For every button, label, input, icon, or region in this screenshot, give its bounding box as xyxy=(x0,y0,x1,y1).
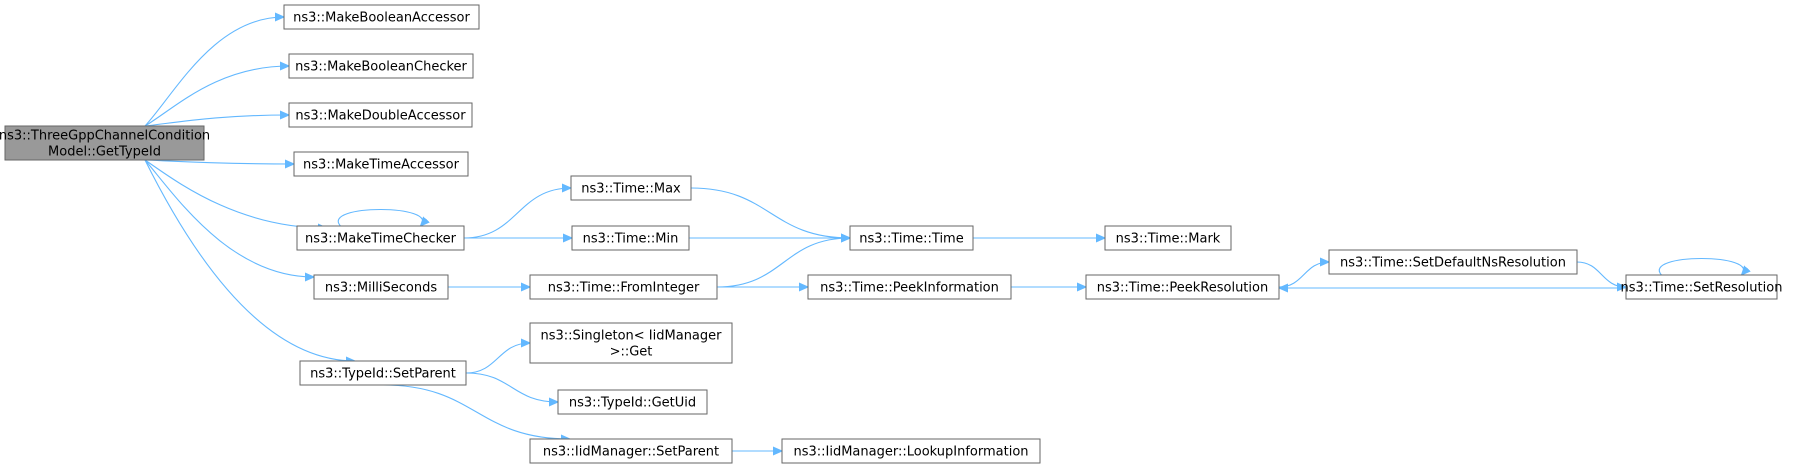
node-box xyxy=(288,53,474,79)
node-label: Model::GetTypeId xyxy=(48,145,161,160)
node-getuid[interactable]: ns3::TypeId::GetUid xyxy=(557,389,708,415)
node-millisec[interactable]: ns3::MilliSeconds xyxy=(313,274,449,300)
node-box xyxy=(1625,274,1778,300)
node-singleton[interactable]: ns3::Singleton< IidManager>::Get xyxy=(529,322,733,364)
node-box xyxy=(807,274,1012,300)
edge-tfromint-to-ttime xyxy=(716,238,850,288)
node-label: ns3::MakeTimeChecker xyxy=(305,232,457,247)
edge-root-to-mkdblacc xyxy=(144,115,289,127)
node-label: >::Get xyxy=(610,345,653,360)
edge-setparent-to-getuid xyxy=(465,372,558,402)
node-box xyxy=(299,360,467,386)
node-tmax[interactable]: ns3::Time::Max xyxy=(570,175,692,201)
node-box xyxy=(529,322,733,364)
node-label: ns3::MakeDoubleAccessor xyxy=(295,109,466,124)
node-mktimeacc[interactable]: ns3::MakeTimeAccessor xyxy=(293,151,469,177)
edges-layer xyxy=(144,17,1744,451)
node-label: ns3::Time::Max xyxy=(581,182,681,197)
node-tsetdefault[interactable]: ns3::Time::SetDefaultNsResolution xyxy=(1328,249,1578,275)
edge-root-to-mktimeacc xyxy=(144,160,294,164)
node-box xyxy=(288,102,473,128)
node-ttime[interactable]: ns3::Time::Time xyxy=(849,225,974,251)
node-mkboolchk[interactable]: ns3::MakeBooleanChecker xyxy=(288,53,474,79)
node-label: ns3::Singleton< IidManager xyxy=(540,329,722,344)
node-label: ns3::MakeBooleanChecker xyxy=(295,60,467,75)
node-label: ns3::IidManager::SetParent xyxy=(543,445,719,460)
node-label: ns3::Time::FromInteger xyxy=(548,281,700,296)
node-setparent[interactable]: ns3::TypeId::SetParent xyxy=(299,360,467,386)
node-box xyxy=(781,438,1041,464)
node-label: ns3::Time::SetDefaultNsResolution xyxy=(1340,256,1566,271)
node-label: ns3::Time::SetResolution xyxy=(1621,281,1783,296)
node-iidlookup[interactable]: ns3::IidManager::LookupInformation xyxy=(781,438,1041,464)
node-box xyxy=(571,225,690,251)
node-iidsetparent[interactable]: ns3::IidManager::SetParent xyxy=(529,438,733,464)
node-box xyxy=(570,175,692,201)
node-mktimechk[interactable]: ns3::MakeTimeChecker xyxy=(296,225,465,251)
edge-tmax-to-ttime xyxy=(690,187,850,238)
edge-mktimechk-to-tmax xyxy=(463,188,571,239)
edge-root-to-mkboolchk xyxy=(144,66,289,127)
edge-root-to-mkboolacc xyxy=(144,17,284,127)
node-box xyxy=(283,4,480,30)
node-tpeekinfo[interactable]: ns3::Time::PeekInformation xyxy=(807,274,1012,300)
node-label: ns3::Time::Time xyxy=(859,232,963,247)
node-label: ns3::Time::Min xyxy=(583,232,679,247)
node-label: ns3::MakeTimeAccessor xyxy=(303,158,460,173)
edge-tsetdefault-to-tsetres xyxy=(1576,261,1626,287)
edge-root-to-millisec xyxy=(144,159,314,277)
node-tfromint[interactable]: ns3::Time::FromInteger xyxy=(529,274,718,300)
node-label: ns3::Time::PeekResolution xyxy=(1097,281,1268,296)
node-label: ns3::ThreeGppChannelCondition xyxy=(0,129,210,144)
node-tsetres[interactable]: ns3::Time::SetResolution xyxy=(1621,274,1783,300)
node-box xyxy=(529,274,718,300)
node-label: ns3::Time::Mark xyxy=(1116,232,1221,247)
node-label: ns3::IidManager::LookupInformation xyxy=(793,445,1028,460)
edge-tsetres-to-tsetres xyxy=(1658,257,1744,276)
node-tmin[interactable]: ns3::Time::Min xyxy=(571,225,690,251)
node-box xyxy=(529,438,733,464)
node-box xyxy=(1328,249,1578,275)
edge-setparent-to-iidsetparent xyxy=(382,384,570,439)
node-mkdblacc[interactable]: ns3::MakeDoubleAccessor xyxy=(288,102,473,128)
node-label: ns3::Time::PeekInformation xyxy=(820,281,999,296)
nodes-layer: ns3::ThreeGppChannelConditionModel::GetT… xyxy=(0,4,1783,464)
edge-tpeekres-to-tsetdefault xyxy=(1278,262,1329,288)
edge-mktimechk-to-mktimechk xyxy=(337,208,423,227)
node-mkboolacc[interactable]: ns3::MakeBooleanAccessor xyxy=(283,4,480,30)
node-box xyxy=(293,151,469,177)
node-box xyxy=(1085,274,1280,300)
node-box xyxy=(849,225,974,251)
edge-root-to-mktimechk xyxy=(144,159,327,228)
node-label: ns3::TypeId::SetParent xyxy=(310,367,456,382)
node-label: ns3::TypeId::GetUid xyxy=(569,396,696,411)
node-root[interactable]: ns3::ThreeGppChannelConditionModel::GetT… xyxy=(0,125,210,161)
node-label: ns3::MilliSeconds xyxy=(325,281,438,296)
node-tpeekres[interactable]: ns3::Time::PeekResolution xyxy=(1085,274,1280,300)
node-label: ns3::MakeBooleanAccessor xyxy=(293,11,470,26)
node-box xyxy=(296,225,465,251)
node-box xyxy=(4,125,205,161)
node-box xyxy=(313,274,449,300)
edge-setparent-to-singleton xyxy=(465,343,530,374)
node-tmark[interactable]: ns3::Time::Mark xyxy=(1104,225,1232,251)
edge-root-to-setparent xyxy=(144,159,355,361)
node-box xyxy=(1104,225,1232,251)
node-box xyxy=(557,389,708,415)
